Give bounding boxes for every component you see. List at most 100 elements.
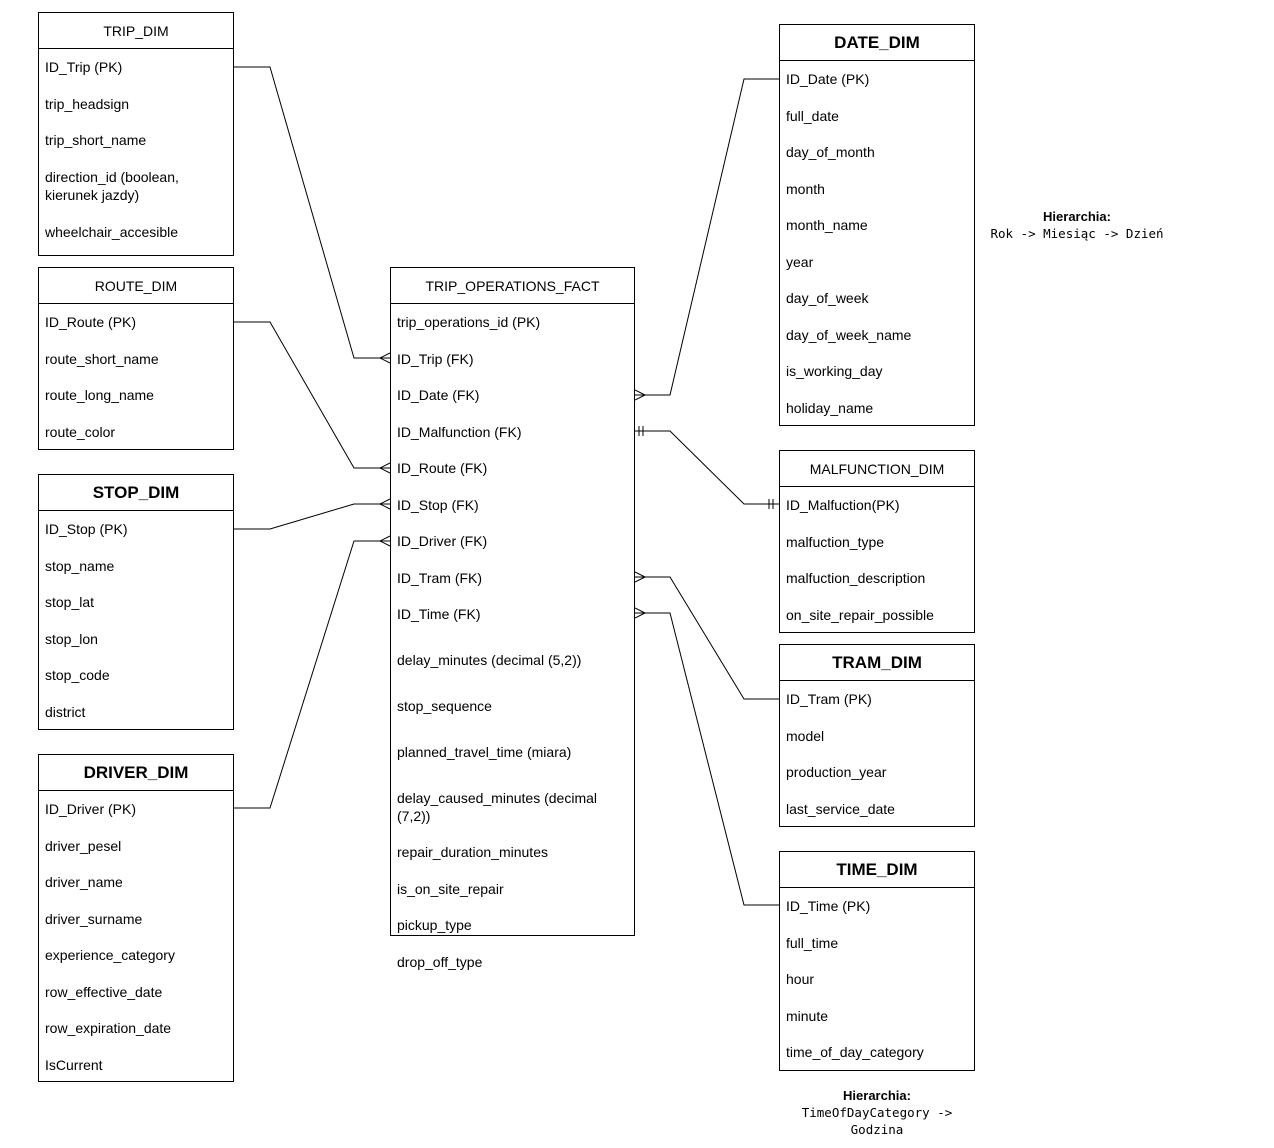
entity-field: ID_Stop (FK) [397, 496, 479, 513]
entity-field: ID_Malfuction(PK) [786, 497, 900, 514]
crow-foot-route [379, 462, 391, 474]
entity-field: row_effective_date [45, 983, 163, 1000]
entity-field: delay_caused_minutes (decimal (7,2)) [397, 789, 597, 824]
entity-field: production_year [786, 764, 887, 781]
link-tram-fact [635, 576, 779, 700]
entity-field: ID_Trip (FK) [397, 350, 474, 367]
entity-field: driver_pesel [45, 837, 122, 854]
entity-field: drop_off_type [397, 953, 483, 970]
entity-field: full_time [786, 934, 839, 951]
entity-field: driver_name [45, 874, 123, 891]
link-date-fact [635, 78, 779, 396]
entity-field: ID_Route (PK) [45, 314, 137, 331]
entity-field: direction_id (boolean, kierunek jazdy) [45, 169, 179, 203]
entity-field: month [786, 180, 825, 197]
entity-field: route_long_name [45, 387, 154, 404]
entity-field: holiday_name [786, 399, 874, 416]
entity-field: experience_category [45, 947, 175, 964]
note-text: Rok -> Miesiąc -> Dzień [990, 226, 1164, 241]
entity-field: stop_lon [45, 630, 98, 647]
entity-title: TRIP_OPERATIONS_FACT [391, 268, 634, 304]
entity-field: day_of_week_name [786, 326, 912, 343]
entity-field: stop_sequence [397, 697, 492, 714]
note-title: Hierarchia: [843, 1088, 911, 1103]
entity-malfunction-dim[interactable]: MALFUNCTION_DIM ID_Malfuction(PK)malfuct… [779, 450, 975, 633]
entity-field: ID_Date (FK) [397, 387, 480, 404]
entity-field: model [786, 727, 825, 744]
entity-field: is_on_site_repair [397, 880, 504, 897]
time-hierarchy-note: Hierarchia: TimeOfDayCategory -> Godzina [782, 1087, 972, 1138]
entity-field: ID_Trip (PK) [45, 59, 123, 76]
entity-field: trip_headsign [45, 95, 130, 112]
crow-foot-trip [379, 352, 391, 364]
entity-field: time_of_day_category [786, 1044, 924, 1061]
entity-field: is_working_day [786, 363, 883, 380]
link-driver-fact [234, 540, 390, 809]
entity-field: district [45, 703, 86, 720]
entity-field: malfuction_description [786, 570, 926, 587]
entity-field: day_of_month [786, 144, 875, 161]
link-malfunction-fact [635, 430, 779, 505]
entity-field: pickup_type [397, 917, 472, 934]
one-marker-malfunction [768, 499, 774, 509]
entity-title: TIME_DIM [780, 852, 974, 888]
note-text: TimeOfDayCategory -> Godzina [801, 1105, 953, 1137]
entity-title: TRAM_DIM [780, 645, 974, 681]
entity-field: repair_duration_minutes [397, 844, 548, 861]
crow-foot-time [634, 607, 646, 619]
entity-field: IsCurrent [45, 1056, 103, 1073]
entity-field: wheelchair_accesible [45, 223, 179, 240]
entity-title: MALFUNCTION_DIM [780, 451, 974, 487]
entity-title: ROUTE_DIM [39, 268, 233, 304]
entity-field: route_short_name [45, 350, 159, 367]
crow-foot-tram [634, 571, 646, 583]
entity-trip-operations-fact[interactable]: TRIP_OPERATIONS_FACT trip_operations_id … [390, 267, 635, 970]
entity-field: route_color [45, 423, 116, 440]
entity-title: DATE_DIM [780, 25, 974, 61]
entity-field: full_date [786, 107, 839, 124]
link-route-fact [234, 321, 390, 469]
link-time-fact [635, 612, 779, 906]
link-stop-fact [234, 503, 390, 530]
entity-field: ID_Stop (PK) [45, 521, 128, 538]
entity-field: driver_surname [45, 910, 143, 927]
entity-field: ID_Date (PK) [786, 71, 870, 88]
entity-field: trip_operations_id (PK) [397, 314, 541, 331]
note-title: Hierarchia: [1043, 209, 1111, 224]
entity-field: day_of_week [786, 290, 869, 307]
entity-field: delay_minutes (decimal (5,2)) [397, 652, 582, 668]
entity-field: planned_travel_time (miara) [397, 743, 572, 760]
entity-title: TRIP_DIM [39, 13, 233, 49]
entity-field: ID_Malfunction (FK) [397, 423, 522, 440]
entity-field: ID_Time (PK) [786, 898, 871, 915]
entity-tram-dim[interactable]: TRAM_DIM ID_Tram (PK) model production_yea… [779, 644, 975, 827]
crow-foot-date [634, 389, 646, 401]
one-marker-fact-malfunction [638, 426, 644, 436]
entity-field: ID_Driver (PK) [45, 801, 137, 818]
entity-field: last_service_date [786, 800, 895, 817]
entity-trip-dim[interactable]: TRIP_DIM ID_Trip (PK) trip_headsign trip_s… [38, 12, 234, 256]
entity-field: ID_Route (FK) [397, 460, 488, 477]
entity-field: minute [786, 1007, 829, 1024]
date-hierarchy-note: Hierarchia: Rok -> Miesiąc -> Dzień [982, 208, 1172, 242]
entity-title: STOP_DIM [39, 475, 233, 511]
entity-field: stop_lat [45, 594, 95, 611]
entity-field: row_expiration_date [45, 1020, 172, 1037]
entity-field: trip_short_name [45, 132, 147, 149]
crow-foot-stop [379, 498, 391, 510]
entity-field: on_site_repair_possible [786, 606, 934, 623]
entity-date-dim[interactable]: DATE_DIM ID_Date (PK) full_date day_of_mon… [779, 24, 975, 426]
entity-field: ID_Driver (FK) [397, 533, 488, 550]
entity-field: ID_Tram (PK) [786, 691, 872, 708]
entity-field: malfuction_type [786, 533, 885, 550]
entity-field: month_name [786, 217, 868, 234]
link-trip-fact [234, 66, 390, 359]
entity-field: ID_Tram (FK) [397, 569, 483, 586]
crow-foot-driver [379, 535, 391, 547]
